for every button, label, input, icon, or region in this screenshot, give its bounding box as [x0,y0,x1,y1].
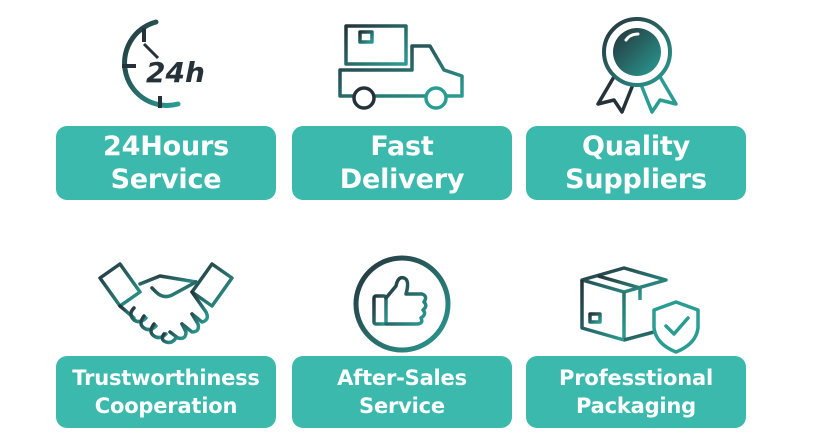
feature-label-24hours: 24Hours Service [56,126,276,200]
feature-title-line2: Delivery [339,164,465,195]
feature-title-line1: 24Hours [103,131,229,162]
feature-title-line2: Suppliers [565,164,707,195]
feature-label-after-sales: After-Sales Service [292,356,512,428]
clock-24h-icon: 24h [56,0,276,122]
feature-title-line1: After-Sales [337,366,467,390]
thumbs-up-icon [292,252,512,374]
feature-title-line1: Quality [581,131,690,162]
feature-title-line1: Professtional [559,366,713,390]
package-shield-icon [526,260,746,382]
feature-title-line2: Service [359,394,445,418]
feature-label-quality-suppliers: Quality Suppliers [526,126,746,200]
feature-label-packaging: Professtional Packaging [526,356,746,428]
award-medal-icon [526,0,746,122]
feature-label-fast-delivery: Fast Delivery [292,126,512,200]
delivery-truck-icon [292,0,512,122]
feature-title-line1: Fast [370,131,434,162]
feature-title-line1: Trustworthiness [72,366,260,390]
feature-title-line2: Cooperation [94,394,238,418]
feature-label-trustworthiness: Trustworthiness Cooperation [56,356,276,428]
handshake-icon [56,256,276,378]
clock-24h-label: 24h [146,56,205,89]
feature-title-line2: Packaging [576,394,696,418]
feature-title-line2: Service [110,164,222,195]
